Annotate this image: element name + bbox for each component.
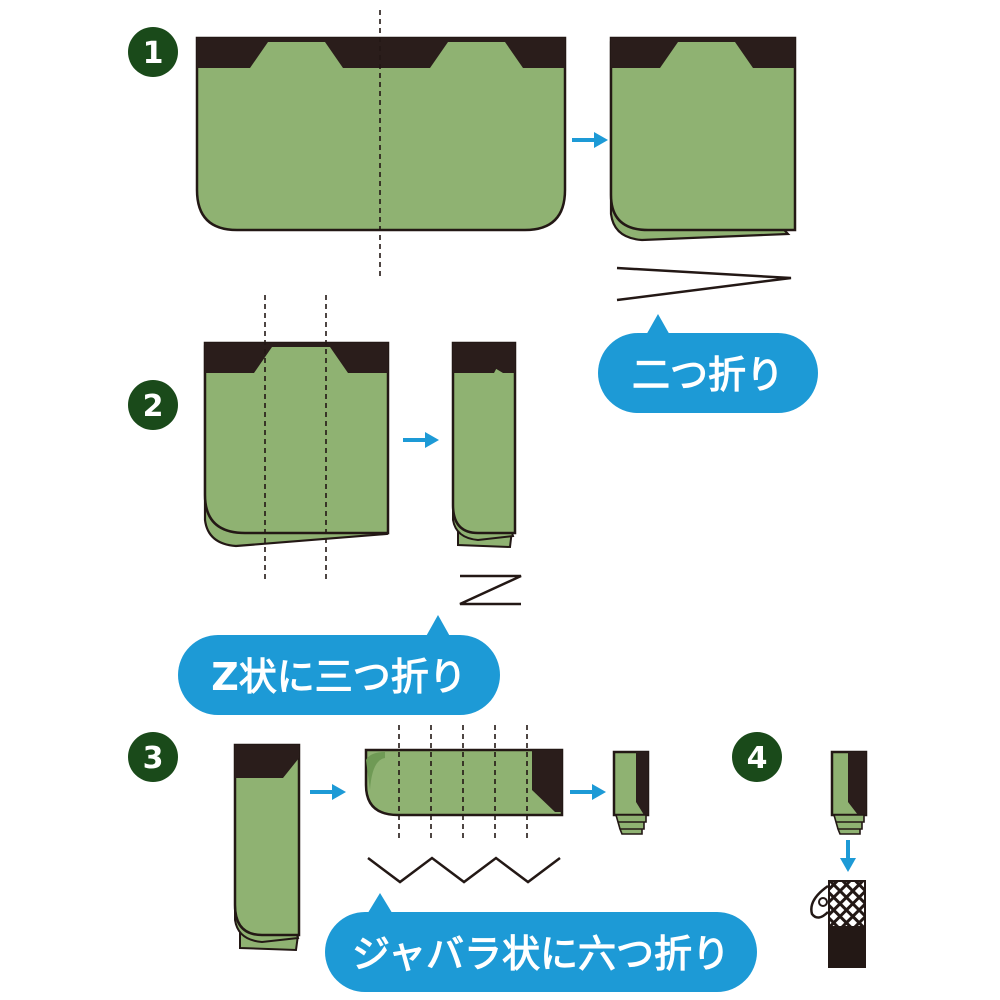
speech-bubble-fold-bellows-six: ジャバラ状に六つ折り <box>325 893 757 992</box>
svg-text:ジャバラ状に六つ折り: ジャバラ状に六つ折り <box>352 932 730 976</box>
step-1-badge: 1 <box>128 27 178 77</box>
fold-z-symbol-icon <box>459 574 522 606</box>
fold-arrow-icon <box>310 784 346 800</box>
step-1-folded-sheet <box>609 36 797 242</box>
step-2-badge: 2 <box>128 380 178 430</box>
fold-arrow-icon <box>572 132 608 148</box>
step-3-folded-strip <box>233 743 301 952</box>
speech-bubble-fold-z-three: Z状に三つ折り <box>178 615 500 715</box>
svg-text:1: 1 <box>143 36 164 71</box>
step-3-horizontal-strip <box>364 725 564 842</box>
step-3-badge: 3 <box>128 732 178 782</box>
step-4-badge: 4 <box>732 732 782 782</box>
step-2-folded-strip <box>451 341 517 549</box>
svg-text:4: 4 <box>747 741 768 776</box>
step-4-folded-bundle <box>830 750 868 835</box>
step-2-half-folded-sheet <box>203 295 390 580</box>
fold-arrow-icon <box>570 784 606 800</box>
fold-bellows-symbol-icon <box>367 856 561 884</box>
svg-text:2: 2 <box>143 389 164 424</box>
fold-half-symbol-icon <box>616 266 792 302</box>
svg-text:3: 3 <box>143 741 164 776</box>
step-1-unfolded-sheet <box>195 10 567 278</box>
speech-bubble-fold-half: 二つ折り <box>598 314 818 413</box>
insert-arrow-icon <box>840 840 856 872</box>
fold-arrow-icon <box>403 432 439 448</box>
svg-text:二つ折り: 二つ折り <box>632 353 784 397</box>
storage-bag-icon <box>810 880 866 968</box>
svg-text:Z状に三つ折り: Z状に三つ折り <box>211 655 467 699</box>
step-3-folded-bundle <box>612 750 650 835</box>
